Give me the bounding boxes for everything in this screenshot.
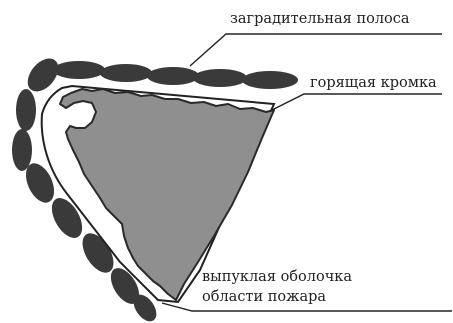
convex-hull-label-line2: области пожара	[202, 290, 326, 305]
barrier-segment	[100, 64, 152, 82]
barrier-segment	[193, 69, 247, 87]
burning-edge-leader-line	[270, 94, 442, 111]
barrier-label: заградительная полоса	[230, 12, 410, 27]
barrier-segment	[12, 129, 32, 171]
barrier-segment	[147, 67, 199, 85]
barrier-leader-line	[190, 34, 442, 66]
barrier-segment	[242, 71, 298, 89]
barrier-segment	[16, 89, 36, 131]
barrier-segment	[53, 61, 105, 79]
convex-hull-label-line1: выпуклая оболочка	[202, 270, 352, 285]
barrier-segment	[46, 193, 89, 243]
burning-edge-label: горящая кромка	[310, 76, 437, 91]
